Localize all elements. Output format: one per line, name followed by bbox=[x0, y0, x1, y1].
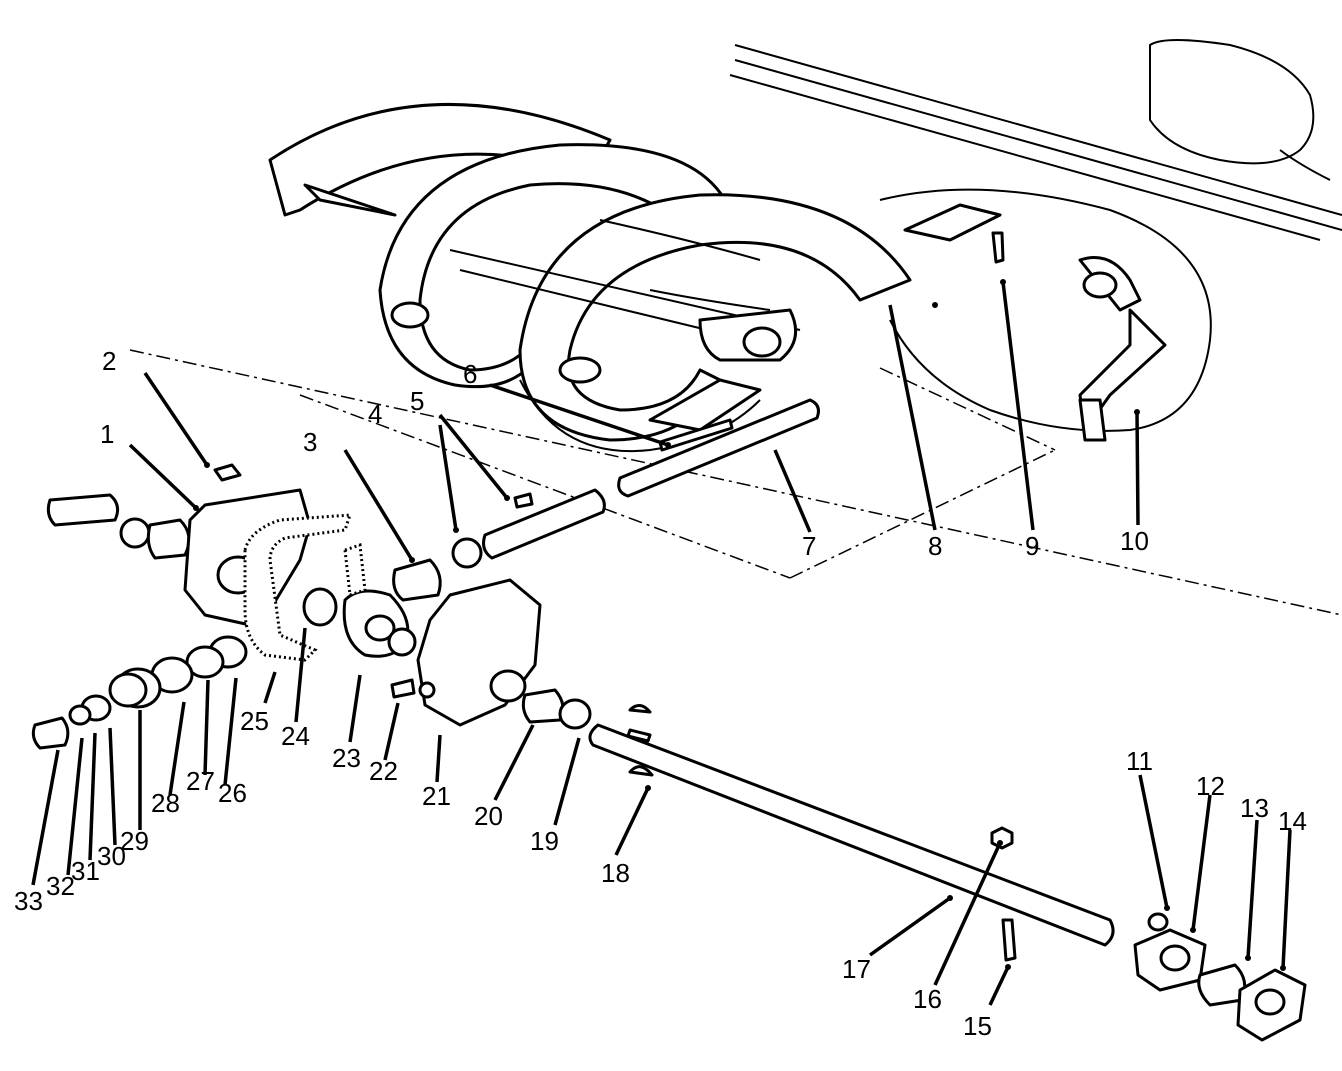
callout-15: 15 bbox=[963, 1011, 992, 1041]
spring-22 bbox=[390, 678, 416, 699]
callout-9: 9 bbox=[1025, 531, 1039, 561]
callout-12: 12 bbox=[1196, 771, 1225, 801]
callout-4: 4 bbox=[368, 399, 382, 429]
auger-assembly bbox=[268, 102, 1212, 453]
gearbox-half-right bbox=[416, 578, 542, 727]
callout-20: 20 bbox=[474, 801, 503, 831]
callout-23: 23 bbox=[332, 743, 361, 773]
callout-19: 19 bbox=[530, 826, 559, 856]
callout-13: 13 bbox=[1240, 793, 1269, 823]
woodruff-key-5 bbox=[513, 492, 534, 509]
woodruff-key-18b bbox=[628, 765, 654, 777]
drive-shaft bbox=[588, 723, 1115, 947]
callout-22: 22 bbox=[369, 756, 398, 786]
seal-19 bbox=[558, 698, 592, 730]
pin bbox=[46, 493, 120, 527]
woodruff-key-18a bbox=[628, 704, 652, 714]
callout-33: 33 bbox=[14, 886, 43, 916]
gasket bbox=[243, 513, 353, 662]
callout-3: 3 bbox=[303, 427, 317, 457]
nut-11 bbox=[1147, 912, 1169, 932]
key-strip bbox=[343, 542, 367, 598]
callout-32: 32 bbox=[46, 871, 75, 901]
callout-21: 21 bbox=[422, 781, 451, 811]
callout-6: 6 bbox=[463, 359, 477, 389]
callout-30: 30 bbox=[97, 841, 126, 871]
washer-23b bbox=[387, 627, 417, 657]
callout-16: 16 bbox=[913, 984, 942, 1014]
callout-17: 17 bbox=[842, 954, 871, 984]
input-shaft bbox=[482, 488, 606, 560]
callout-1: 1 bbox=[100, 419, 114, 449]
shear-bolt bbox=[991, 231, 1005, 264]
callouts: 2 1 3 4 5 6 7 8 9 10 11 12 13 14 15 16 1… bbox=[14, 279, 1307, 1041]
auger-housing-frame bbox=[729, 39, 1342, 241]
bolt-15 bbox=[1001, 918, 1017, 962]
callout-18: 18 bbox=[601, 858, 630, 888]
callout-5: 5 bbox=[410, 386, 424, 416]
fitting bbox=[213, 463, 242, 482]
assembly-reference-lines bbox=[129, 349, 1342, 616]
washer-4 bbox=[451, 537, 483, 569]
shaft-keyway bbox=[626, 728, 652, 743]
bushing-3 bbox=[392, 558, 442, 602]
callout-31: 31 bbox=[71, 856, 100, 886]
callout-25: 25 bbox=[240, 706, 269, 736]
bushing-left bbox=[119, 517, 151, 549]
callout-24: 24 bbox=[281, 721, 310, 751]
callout-11: 11 bbox=[1126, 746, 1153, 776]
washer-24 bbox=[302, 587, 338, 627]
callout-27: 27 bbox=[186, 766, 215, 796]
callout-28: 28 bbox=[151, 788, 180, 818]
bearing-13 bbox=[1197, 963, 1247, 1007]
callout-26: 26 bbox=[218, 778, 247, 808]
seal-stack bbox=[31, 635, 248, 750]
auger-shaft-rod bbox=[617, 398, 820, 498]
callout-29: 29 bbox=[120, 826, 149, 856]
callout-10: 10 bbox=[1120, 526, 1149, 556]
callout-8: 8 bbox=[928, 531, 942, 561]
bearing-left bbox=[146, 518, 191, 560]
callout-7: 7 bbox=[802, 531, 816, 561]
bearing-20 bbox=[521, 688, 565, 724]
callout-14: 14 bbox=[1278, 806, 1307, 836]
callout-2: 2 bbox=[102, 346, 116, 376]
shear-key-slot bbox=[658, 418, 734, 452]
